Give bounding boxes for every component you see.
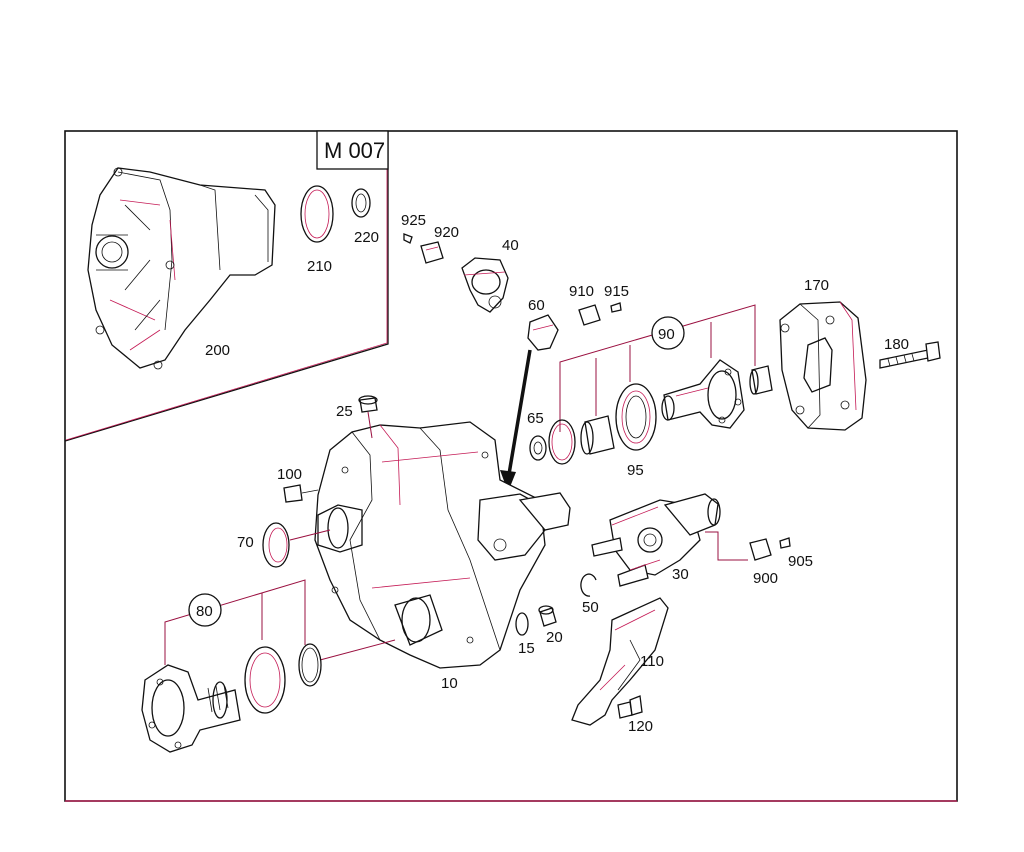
callout-900: 900 [753,570,778,587]
callout-925: 925 [401,212,426,229]
callout-170: 170 [804,277,829,294]
callout-15: 15 [518,640,535,657]
part-60-selector[interactable] [527,314,559,351]
part-915-pin[interactable] [610,302,622,313]
part-10-transfer-case[interactable] [314,421,571,669]
part-70-shaft-seal[interactable] [262,522,331,568]
part-80-seal-ring[interactable] [244,646,286,714]
callout-915: 915 [604,283,629,300]
part-80-oring[interactable] [298,643,322,687]
part-20-plug[interactable] [538,605,557,627]
part-100-bolt[interactable] [283,484,319,503]
inset-m007: M 007 [64,130,389,442]
part-180-bolt[interactable] [879,341,941,369]
part-95-seal[interactable] [615,383,657,451]
callout-180: 180 [884,336,909,353]
part-925-pin[interactable] [403,233,413,244]
mounting-arrow [506,349,532,481]
part-50-circlip[interactable] [580,573,597,597]
callout-10: 10 [441,675,458,692]
callout-80: 80 [196,603,213,620]
callout-95: 95 [627,462,644,479]
callout-910: 910 [569,283,594,300]
callout-50: 50 [582,599,599,616]
part-80-output-flange[interactable] [141,664,241,753]
part-90-bushing[interactable] [580,415,615,455]
callout-70: 70 [237,534,254,551]
callout-200: 200 [205,342,230,359]
part-40-sensor[interactable] [461,257,509,313]
part-200-housing-cover[interactable] [87,167,276,370]
callout-220: 220 [354,229,379,246]
callout-100: 100 [277,466,302,483]
callout-920: 920 [434,224,459,241]
part-905-pin[interactable] [779,537,791,549]
part-90-oring[interactable] [548,419,576,465]
callout-20: 20 [546,629,563,646]
part-220-seal[interactable] [351,188,371,218]
part-210-snap-ring[interactable] [300,185,334,243]
part-110-bracket[interactable] [571,597,669,726]
callout-90: 90 [658,326,675,343]
callout-120: 120 [628,718,653,735]
part-900-connector[interactable] [749,538,772,561]
group-80-leaders [164,579,396,665]
callout-40: 40 [502,237,519,254]
part-90-flange-shaft[interactable] [661,359,745,429]
part-170-rear-cover[interactable] [779,301,867,431]
group-90-leaders [559,304,756,432]
callout-65: 65 [527,410,544,427]
callout-25: 25 [336,403,353,420]
part-15-ring[interactable] [515,612,529,636]
part-920-connector[interactable] [420,241,444,264]
part-25-plug[interactable] [358,395,378,439]
part-90-sleeve[interactable] [749,365,773,395]
callout-905: 905 [788,553,813,570]
part-120-bolt[interactable] [617,695,643,719]
callout-60: 60 [528,297,545,314]
callout-210: 210 [307,258,332,275]
reference-label-box [316,130,389,170]
part-65-washer[interactable] [529,435,547,461]
callout-110: 110 [640,653,664,670]
mounting-arrow-head [500,470,516,492]
reference-label: M 007 [324,138,385,163]
callout-30: 30 [672,566,689,583]
part-30-actuator-motor[interactable] [591,493,748,587]
part-910-connector[interactable] [578,304,601,326]
